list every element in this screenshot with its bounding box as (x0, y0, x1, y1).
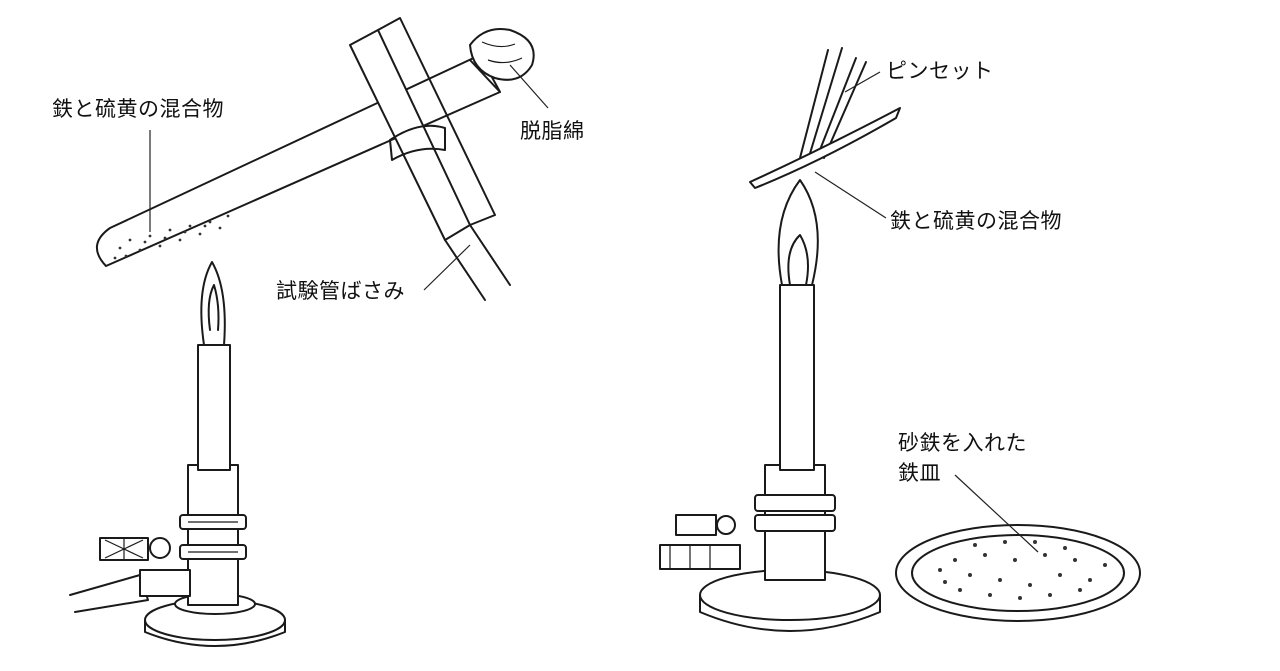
tweezers (799, 47, 867, 161)
leader-cotton (509, 64, 549, 109)
right-sample-strip (749, 107, 901, 189)
leader-tweezers (844, 71, 881, 93)
label-dish-line2: 鉄皿 (898, 461, 941, 485)
test-tube-clamp (349, 17, 511, 301)
label-right-mixture: 鉄と硫黄の混合物 (890, 209, 1062, 233)
label-dish-line1: 砂鉄を入れた (898, 431, 1027, 455)
leader-clamp (423, 244, 471, 291)
label-left-mixture: 鉄と硫黄の混合物 (52, 97, 224, 121)
label-tweezers: ピンセット (886, 59, 994, 83)
label-clamp: 試験管ばさみ (276, 279, 405, 303)
leader-dish (954, 474, 1039, 553)
left-test-tube (96, 28, 535, 267)
left-burner (69, 261, 286, 647)
iron-dish (895, 524, 1141, 622)
leader-right-mixture (814, 171, 887, 219)
label-cotton: 脱脂綿 (520, 119, 585, 143)
right-burner (659, 179, 881, 632)
